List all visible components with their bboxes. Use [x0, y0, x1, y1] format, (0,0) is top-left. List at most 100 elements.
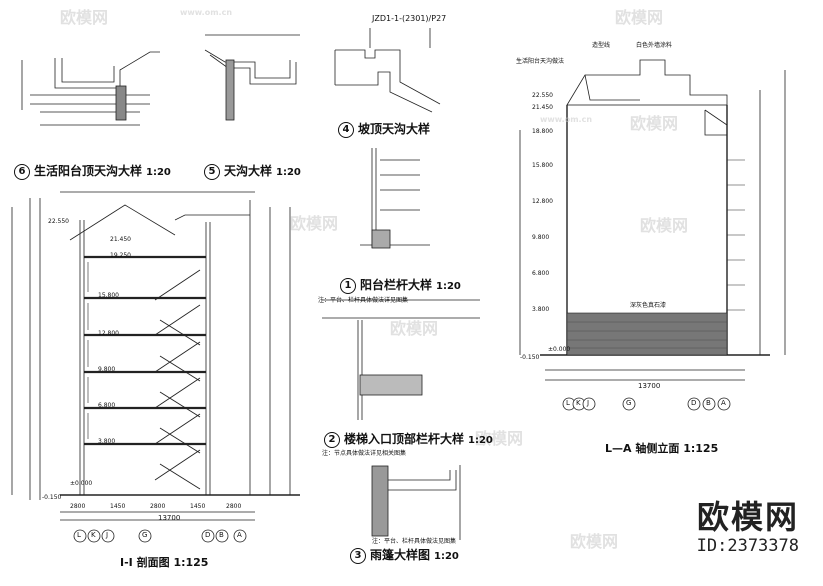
- elev-level-grade: -0.150: [520, 354, 540, 361]
- note-3: 注：平台、栏杆具体做法见图集: [372, 538, 457, 545]
- note-1: 注：平台、栏杆具体做法详见图集: [318, 297, 409, 304]
- elev-axis-A: A: [721, 399, 726, 407]
- detail-scale: 1:20: [436, 281, 461, 292]
- section-title-text: I-I 剖面图: [120, 556, 170, 569]
- watermark: 欧模网: [390, 319, 439, 338]
- elev-level-1280: 12.800: [532, 198, 553, 205]
- level-label-1925: 19.250: [110, 252, 131, 259]
- section-drawing: [11, 191, 300, 521]
- axis-B: B: [219, 531, 224, 539]
- elev-level-680: 6.800: [532, 270, 550, 277]
- detail-title-text: 楼梯入口顶部栏杆大样: [344, 432, 465, 446]
- dim-bottom-3: 2800: [150, 503, 166, 510]
- level-label-380: 3.800: [98, 438, 116, 445]
- watermark: 欧模网: [570, 532, 619, 551]
- brand-logo-text: 欧模网: [696, 498, 799, 536]
- watermark: 欧模网: [640, 216, 689, 235]
- detail-title-text: 阳台栏杆大样: [360, 278, 433, 292]
- level-label-top: 22.550: [48, 218, 69, 225]
- detail-number: 3: [350, 547, 366, 564]
- detail-5-gutter: [204, 34, 300, 121]
- detail-title-text: 雨篷大样图: [370, 548, 431, 562]
- elev-axis-J: J: [587, 399, 590, 407]
- dim-bottom-1: 2800: [70, 503, 86, 510]
- detail-scale: 1:20: [468, 435, 493, 446]
- section-axis-bubbles: [73, 529, 247, 543]
- elev-axis-B: B: [706, 399, 711, 407]
- elev-level-980: 9.800: [532, 234, 550, 241]
- brand-id: ID:2373378: [696, 536, 799, 556]
- elevation-label-1: 生活阳台天沟做法: [516, 58, 565, 65]
- dim-bottom-2: 1450: [110, 503, 126, 510]
- level-label-680: 6.800: [98, 402, 116, 409]
- elev-level-roof: 21.450: [532, 104, 553, 111]
- axis-L: L: [77, 531, 81, 539]
- stone-texture: [567, 321, 727, 349]
- detail-6-gutter: [21, 51, 160, 126]
- dim-bottom-5: 2800: [226, 503, 242, 510]
- elev-level-ground: ±0.000: [548, 346, 571, 353]
- detail-number: 6: [14, 163, 30, 180]
- axis-J: J: [106, 531, 109, 539]
- detail-3-canopy: [371, 465, 461, 540]
- dim-bottom-4: 1450: [190, 503, 206, 510]
- elev-level-1880: 18.800: [532, 128, 553, 135]
- elevation-axis-bubbles: [562, 397, 731, 411]
- elevation-label-3: 白色外墙涂料: [636, 42, 673, 49]
- level-label-ground: ±0.000: [70, 480, 93, 487]
- watermark-url: www.om.cn: [180, 8, 233, 17]
- watermark: 欧模网: [615, 8, 664, 27]
- elev-level-380: 3.800: [532, 306, 550, 313]
- axis-K: K: [91, 531, 96, 539]
- watermark: 欧模网: [290, 214, 339, 233]
- watermark-url: www.om.cn: [540, 115, 593, 124]
- elev-axis-L: L: [566, 399, 570, 407]
- elevation-title: L—A 轴侧立面 1:125: [605, 440, 718, 456]
- detail-title-text: 生活阳台顶天沟大样: [34, 164, 143, 178]
- section-title: I-I 剖面图 1:125: [120, 554, 208, 570]
- elev-level-1580: 15.800: [532, 162, 553, 169]
- stone-paint-base: [566, 312, 728, 356]
- level-label-roof: 21.450: [110, 236, 131, 243]
- axis-A: A: [237, 531, 242, 539]
- elev-axis-G: G: [626, 399, 632, 407]
- detail-scale: 1:20: [434, 551, 459, 562]
- elev-level-top: 22.550: [532, 92, 553, 99]
- note-2: 注：节点具体做法详见相关图集: [322, 450, 407, 457]
- elevation-total-dim: 13700: [638, 382, 661, 390]
- detail-scale: 1:20: [276, 167, 301, 178]
- level-label-980: 9.800: [98, 366, 116, 373]
- detail-title-text: 天沟大样: [224, 164, 273, 178]
- elev-axis-K: K: [576, 399, 581, 407]
- detail-number: 2: [324, 431, 340, 448]
- elevation-label-2: 造型线: [592, 42, 611, 49]
- detail-number: 4: [338, 121, 354, 138]
- detail-4-gutter: [334, 28, 441, 113]
- detail-number: 1: [340, 277, 356, 294]
- detail-number: 5: [204, 163, 220, 180]
- level-label-1580: 15.800: [98, 292, 119, 299]
- elev-axis-D: D: [691, 399, 697, 407]
- elevation-label-4: 深灰色真石漆: [630, 302, 667, 309]
- detail-scale: 1:20: [146, 167, 171, 178]
- level-label-grade: -0.150: [42, 494, 62, 501]
- level-label-1280: 12.800: [98, 330, 119, 337]
- elevation-title-text: L—A 轴侧立面: [605, 442, 680, 455]
- detail-title-text: 坡顶天沟大样: [358, 122, 431, 136]
- axis-G: G: [142, 531, 148, 539]
- watermark: 欧模网: [60, 8, 109, 27]
- axis-D: D: [205, 531, 211, 539]
- detail-1-railing: [360, 148, 430, 249]
- section-scale: 1:125: [173, 556, 209, 569]
- reference-code: JZD1-1-(2301)/P27: [372, 14, 447, 23]
- elevation-scale: 1:125: [683, 442, 719, 455]
- watermark: 欧模网: [630, 114, 679, 133]
- detail-4-title: 4 坡顶天沟大样: [338, 120, 430, 138]
